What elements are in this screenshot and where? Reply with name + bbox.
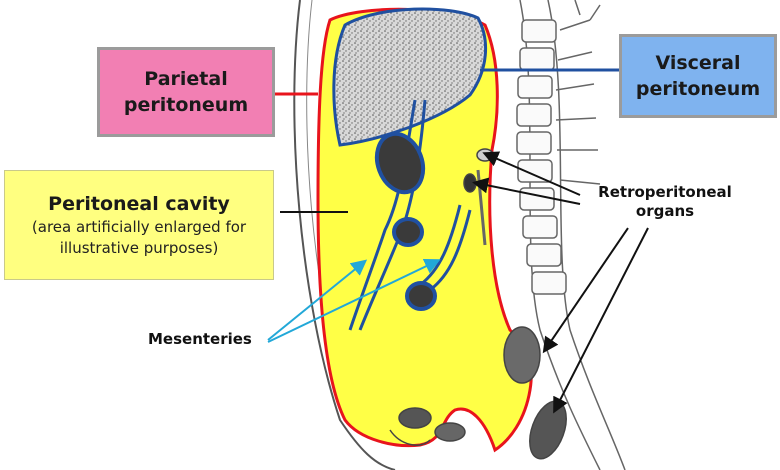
cavity-label-title: Peritoneal cavity xyxy=(48,193,230,215)
transverse-colon xyxy=(405,281,437,311)
parietal-label-line2: peritoneum xyxy=(123,94,249,116)
peritoneal-cavity-label: Peritoneal cavity (area artificially enl… xyxy=(4,170,274,280)
mesentery-arrow-1 xyxy=(267,259,368,341)
retro-arrow-4 xyxy=(553,227,649,414)
cavity-label-sub1: (area artificially enlarged for xyxy=(31,218,247,236)
retro-label-line1: Retroperitoneal xyxy=(598,183,732,201)
retroperitoneal-organs-label: Retroperitoneal organs xyxy=(580,183,750,221)
small-intestine-loop xyxy=(392,217,424,247)
cavity-label-sub2: illustrative purposes) xyxy=(59,239,219,257)
liver xyxy=(332,7,488,147)
bladder xyxy=(529,400,567,460)
stomach xyxy=(374,131,426,195)
visceral-label-line2: peritoneum xyxy=(635,78,761,100)
body-outline xyxy=(293,0,396,470)
retro-arrow-3 xyxy=(542,227,629,354)
retro-label-line2: organs xyxy=(635,202,695,220)
parietal-peritoneum-label: Parietal peritoneum xyxy=(97,47,275,137)
visceral-label-line1: Visceral xyxy=(655,52,741,74)
retro-arrow-1 xyxy=(482,151,581,196)
retro-arrow-2 xyxy=(472,177,581,205)
rectum xyxy=(503,326,541,384)
parietal-label-line1: Parietal xyxy=(144,68,228,90)
visceral-peritoneum-label: Visceral peritoneum xyxy=(619,34,777,118)
mesenteries-label: Mesenteries xyxy=(148,330,252,348)
spine xyxy=(516,0,626,470)
retroperitoneal-structures xyxy=(389,148,567,460)
mesentery-arrow-2 xyxy=(267,258,441,343)
